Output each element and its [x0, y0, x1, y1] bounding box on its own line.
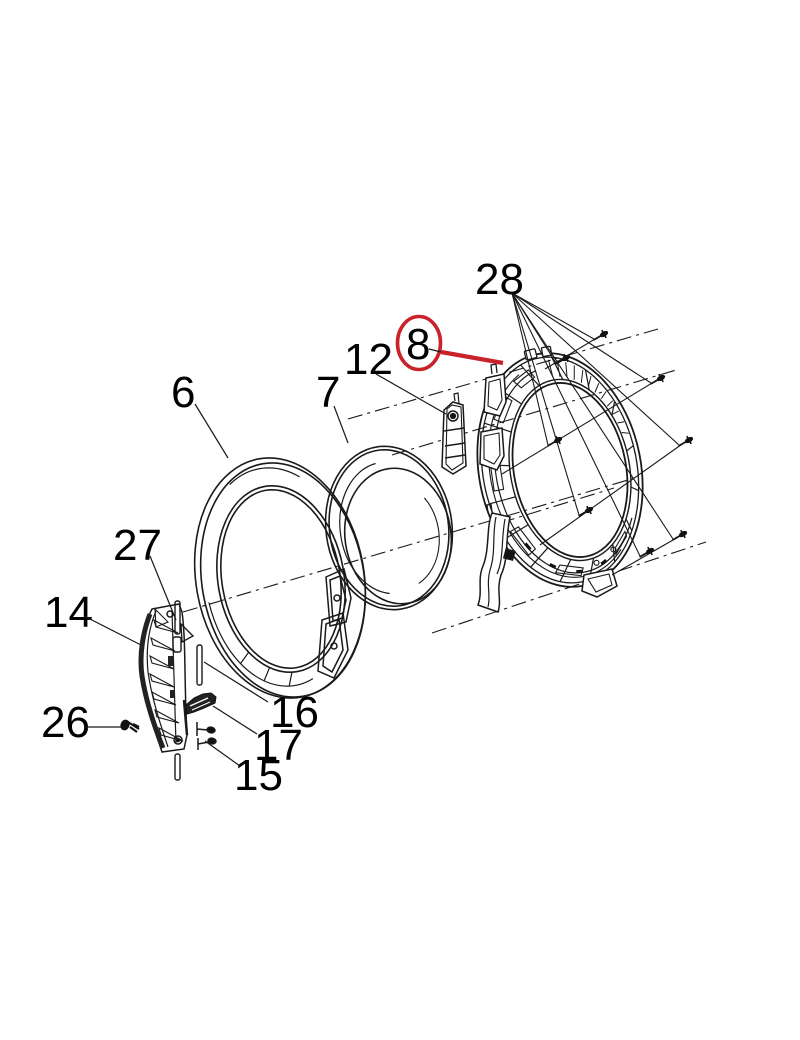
svg-text:28: 28: [475, 255, 524, 304]
svg-text:16: 16: [270, 688, 319, 737]
svg-text:14: 14: [44, 588, 93, 637]
svg-text:8: 8: [406, 320, 430, 369]
svg-text:15: 15: [234, 751, 283, 800]
svg-text:17: 17: [254, 721, 303, 770]
svg-text:27: 27: [113, 521, 162, 570]
svg-text:12: 12: [344, 335, 393, 384]
svg-text:7: 7: [316, 368, 340, 417]
svg-text:6: 6: [171, 368, 195, 417]
svg-text:26: 26: [41, 698, 90, 747]
